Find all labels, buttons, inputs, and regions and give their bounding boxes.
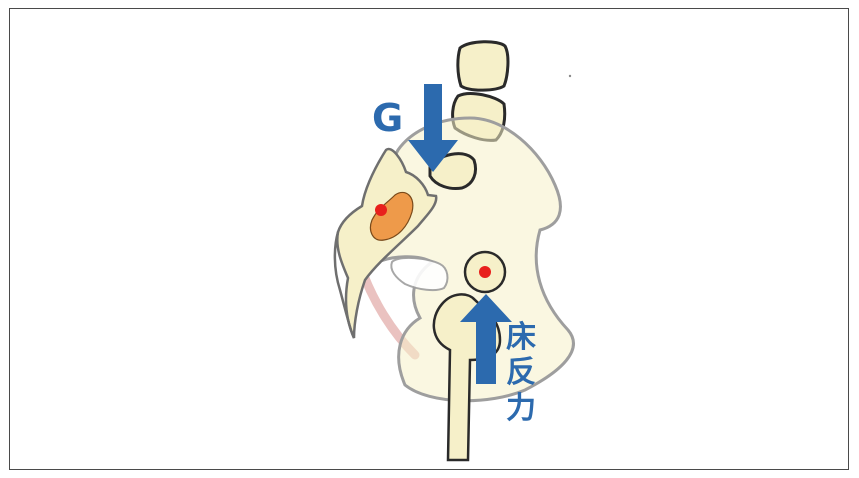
vertebra-top [458,42,508,90]
gravity-label: G [372,96,403,140]
joint-center-dot-sacroiliac [375,204,387,216]
joint-center-dot-hip [479,266,491,278]
floor-reaction-label-char-2: 反 [506,355,536,390]
speck [569,75,571,77]
floor-reaction-label-char-3: 力 [506,391,536,426]
pelvis-foramen [391,258,447,290]
floor-reaction-label-char-1: 床 [506,320,536,355]
